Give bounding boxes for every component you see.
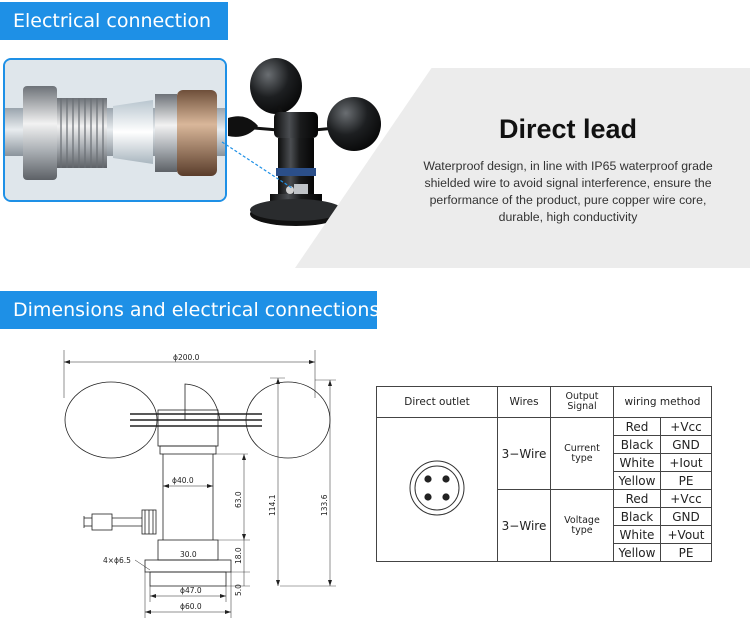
wiring-table: Direct outlet Wires Output Signal wiring… — [376, 386, 712, 562]
header-output-signal: Output Signal — [550, 386, 614, 418]
type-current-line: type — [571, 452, 593, 464]
dim-height-18: 18.0 — [234, 547, 243, 564]
type-voltage: Voltage type — [550, 489, 614, 562]
type-voltage-line: type — [571, 524, 593, 536]
wires-voltage: 3−Wire — [497, 489, 551, 562]
wire-signal: +Vout — [660, 525, 712, 544]
header-output-signal-line: Signal — [567, 401, 597, 412]
direct-lead-title: Direct lead — [498, 114, 638, 144]
dim-base-60: ϕ60.0 — [180, 602, 202, 611]
header-wires: Wires — [497, 386, 551, 418]
dim-height-5: 5.0 — [234, 584, 243, 596]
desc-line: shielded wire to avoid signal interferen… — [424, 176, 712, 190]
desc-line: durable, high conductivity — [498, 210, 638, 224]
type-current-line: Current — [564, 442, 600, 454]
dimension-drawing: ϕ200.0 ϕ40.0 30.0 ϕ47.0 ϕ60.0 4×ϕ6.5 63.… — [63, 350, 336, 618]
wire-signal: +Vcc — [660, 417, 712, 436]
connector-pinout-icon — [409, 460, 465, 515]
wire-color: White — [613, 525, 661, 544]
desc-line: Waterproof design, in line with IP65 wat… — [423, 159, 713, 173]
dim-height-114: 114.1 — [268, 494, 277, 516]
type-current: Current type — [550, 417, 614, 490]
wire-color: Yellow — [613, 471, 661, 490]
wire-color: Yellow — [613, 543, 661, 562]
wire-signal: GND — [660, 435, 712, 454]
header-wiring-method: wiring method — [613, 386, 712, 418]
dim-height-63: 63.0 — [234, 491, 243, 508]
wire-signal: GND — [660, 507, 712, 526]
wire-color: Red — [613, 417, 661, 436]
wire-color: White — [613, 453, 661, 472]
wire-color: Black — [613, 435, 661, 454]
header-output-signal-line: Output — [565, 391, 599, 402]
section-header-electrical-connection: Electrical connection — [0, 2, 228, 40]
wire-signal: PE — [660, 543, 712, 562]
wire-signal: +Vcc — [660, 489, 712, 508]
dim-flange-47: ϕ47.0 — [180, 586, 202, 595]
section-header-dimensions: Dimensions and electrical connections — [0, 291, 379, 329]
dim-mounting-holes: 4×ϕ6.5 — [103, 556, 131, 565]
header-direct-outlet: Direct outlet — [376, 386, 498, 418]
wire-signal: PE — [660, 471, 712, 490]
wire-signal: +Iout — [660, 453, 712, 472]
cable-gland-photo — [3, 58, 227, 202]
direct-lead-description: Waterproof design, in line with IP65 wat… — [400, 158, 736, 226]
dim-width-30: 30.0 — [180, 550, 197, 559]
wire-color: Black — [613, 507, 661, 526]
type-voltage-line: Voltage — [564, 514, 600, 526]
wires-current: 3−Wire — [497, 417, 551, 490]
dim-overall-diameter: ϕ200.0 — [173, 353, 200, 362]
dim-body-diameter: ϕ40.0 — [172, 476, 194, 485]
desc-line: performance of the product, pure copper … — [429, 193, 707, 207]
anemometer-photo — [221, 58, 381, 226]
outlet-pinout-cell — [376, 417, 498, 562]
dim-height-133: 133.6 — [320, 494, 329, 516]
wire-color: Red — [613, 489, 661, 508]
